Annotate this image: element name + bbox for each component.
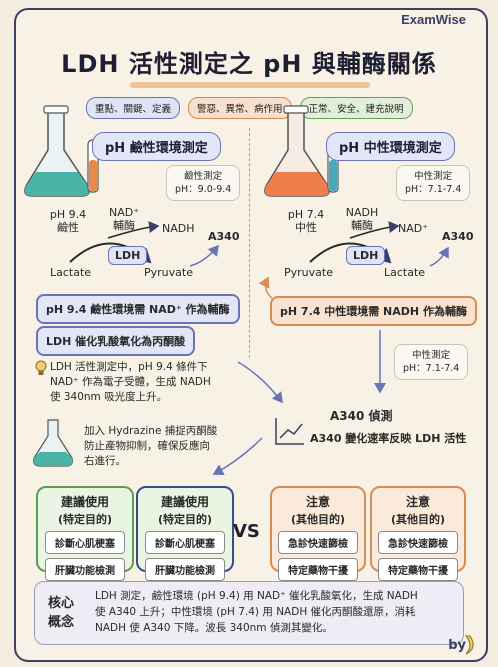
caution-1-head: 注意 [305, 495, 330, 509]
note-hydrazine: 加入 Hydrazine 捕捉丙酮酸 防止產物抑制，確保反應向 右進行。 [84, 424, 217, 469]
coenzyme-in-alkaline-desc: 輔酶 [113, 219, 135, 232]
pill-alkaline-catalysis: LDH 催化乳酸氧化為丙酮酸 [36, 326, 196, 356]
brand-logo: ExamWise [395, 12, 472, 27]
caution-2-item-2: 特定藥物干擾 [378, 558, 458, 581]
core-concept-box: 核心 概念 LDH 測定，鹼性環境 (pH 9.4) 用 NAD⁺ 催化乳酸氧化… [34, 581, 464, 645]
recommend-box-2: 建議使用 (特定目的) 診斷心肌梗塞 肝臟功能檢測 [136, 486, 234, 581]
absorbance-alkaline: A340 [208, 230, 240, 243]
flask-orange-icon [264, 105, 339, 197]
caution-1-sub: (其他目的) [290, 513, 346, 526]
note-alkaline-line1: LDH 活性測定中，pH 9.4 條件下 [50, 361, 208, 373]
recommend-1-sub: (特定目的) [57, 513, 113, 526]
note-hydrazine-line3: 右進行。 [84, 455, 126, 467]
legend-tag-key: 重點、關鍵、定義 [86, 97, 181, 119]
core-concept-line2: 使 A340 上升；中性環境 (pH 7.4) 用 NADH 催化丙酮酸還原，消… [95, 606, 416, 618]
core-concept-label: 核心 概念 [45, 594, 77, 632]
detection-desc: A340 變化速率反映 LDH 活性 [310, 432, 467, 445]
recommend-2-item-1: 診斷心肌梗塞 [145, 531, 225, 554]
caution-box-1: 注意 (其他目的) 急診快速篩檢 特定藥物干擾 [270, 486, 366, 581]
core-concept-label-2: 概念 [47, 615, 74, 630]
enzyme-neutral: LDH [346, 246, 386, 265]
vs-label: VS [233, 521, 260, 542]
detection-title: A340 偵測 [330, 409, 393, 423]
ph-neutral: pH 7.4 中性 [284, 208, 328, 234]
pill-alkaline-coenzyme: pH 9.4 鹼性環境需 NAD⁺ 作為輔酶 [36, 294, 240, 324]
core-concept-line1: LDH 測定，鹼性環境 (pH 9.4) 用 NAD⁺ 催化乳酸氧化，生成 NA… [95, 590, 418, 602]
coenzyme-in-alkaline-name: NAD⁺ [108, 206, 140, 219]
info-neutral-range: pH：7.1-7.4 [405, 184, 462, 195]
small-flask-icon [33, 419, 73, 467]
section-title-neutral: pH 中性環境測定 [326, 132, 455, 161]
substrate-alkaline: Lactate [50, 266, 92, 279]
absorbance-neutral: A340 [442, 230, 474, 243]
coenzyme-in-alkaline: NAD⁺ 輔酶 [102, 206, 146, 232]
caution-1-item-2: 特定藥物干擾 [278, 558, 358, 581]
caution-2-head: 注意 [405, 495, 430, 509]
product-neutral: Lactate [384, 266, 426, 279]
caution-box-2: 注意 (其他目的) 急診快速篩檢 特定藥物干擾 [370, 486, 466, 581]
note-alkaline-line3: 使 340nm 吸光度上升。 [50, 391, 168, 403]
title-highlight [130, 82, 370, 88]
info-alkaline: 鹼性測定 pH：9.0-9.4 [166, 165, 241, 201]
core-concept-label-1: 核心 [47, 596, 74, 611]
section-title-alkaline: pH 鹼性環境測定 [92, 132, 221, 161]
info-neutral: 中性測定 pH：7.1-7.4 [396, 165, 471, 201]
recommend-1-head: 建議使用 [60, 495, 109, 509]
note-alkaline: LDH 活性測定中，pH 9.4 條件下 NAD⁺ 作為電子受體，生成 NADH… [50, 360, 211, 405]
note-hydrazine-line1: 加入 Hydrazine 捕捉丙酮酸 [84, 425, 218, 437]
info-neutral-2: 中性測定 pH：7.1-7.4 [394, 344, 469, 380]
recommend-box-1: 建議使用 (特定目的) 診斷心肌梗塞 肝臟功能檢測 [36, 486, 134, 581]
ph-alkaline-desc: 鹼性 [57, 221, 79, 234]
ph-neutral-desc: 中性 [295, 221, 317, 234]
product-alkaline: Pyruvate [144, 266, 193, 279]
recommend-2-item-2: 肝臟功能檢測 [145, 558, 225, 581]
caution-1-item-1: 急診快速篩檢 [278, 531, 358, 554]
trend-chart-icon [275, 418, 304, 445]
ph-alkaline: pH 9.4 鹼性 [46, 208, 90, 234]
info-alkaline-range: pH：9.0-9.4 [175, 184, 232, 195]
core-concept-line3: NADH 使 A340 下降。波長 340nm 偵測其變化。 [95, 622, 333, 634]
coenzyme-in-neutral-desc: 輔酶 [351, 219, 373, 232]
ph-alkaline-value: pH 9.4 [49, 208, 87, 221]
core-concept-text: LDH 測定，鹼性環境 (pH 9.4) 用 NAD⁺ 催化乳酸氧化，生成 NA… [95, 588, 455, 636]
ph-neutral-value: pH 7.4 [287, 208, 325, 221]
coenzyme-in-neutral: NADH 輔酶 [340, 206, 384, 232]
recommend-2-sub: (特定目的) [157, 513, 213, 526]
enzyme-alkaline: LDH [108, 246, 148, 265]
banana-icon [464, 635, 474, 655]
pill-neutral-coenzyme: pH 7.4 中性環境需 NADH 作為輔酶 [270, 296, 477, 326]
caution-2-sub: (其他目的) [390, 513, 446, 526]
substrate-neutral: Pyruvate [284, 266, 333, 279]
info-neutral-2-range: pH：7.1-7.4 [403, 363, 460, 374]
legend: 重點、關鍵、定義 警惡、異常、病作用 正常、安全、建充說明 [86, 97, 413, 119]
coenzyme-out-neutral: NAD⁺ [398, 222, 429, 235]
page-title: LDH 活性測定之 pH 與輔酶關係 [61, 50, 437, 78]
info-alkaline-label: 鹼性測定 [184, 171, 223, 182]
coenzyme-in-neutral-name: NADH [345, 206, 379, 219]
recommend-2-head: 建議使用 [160, 495, 209, 509]
coenzyme-out-alkaline: NADH [162, 222, 195, 235]
note-alkaline-line2: NAD⁺ 作為電子受體，生成 NADH [50, 376, 211, 388]
lightbulb-icon [35, 360, 47, 375]
recommend-1-item-2: 肝臟功能檢測 [45, 558, 125, 581]
note-hydrazine-line2: 防止產物抑制，確保反應向 [84, 440, 210, 452]
recommend-1-item-1: 診斷心肌梗塞 [45, 531, 125, 554]
byline: by [448, 638, 466, 653]
info-neutral-2-label: 中性測定 [412, 350, 451, 361]
column-divider [249, 128, 250, 358]
flask-teal-icon [24, 105, 99, 197]
info-neutral-label: 中性測定 [414, 171, 453, 182]
caution-2-item-1: 急診快速篩檢 [378, 531, 458, 554]
